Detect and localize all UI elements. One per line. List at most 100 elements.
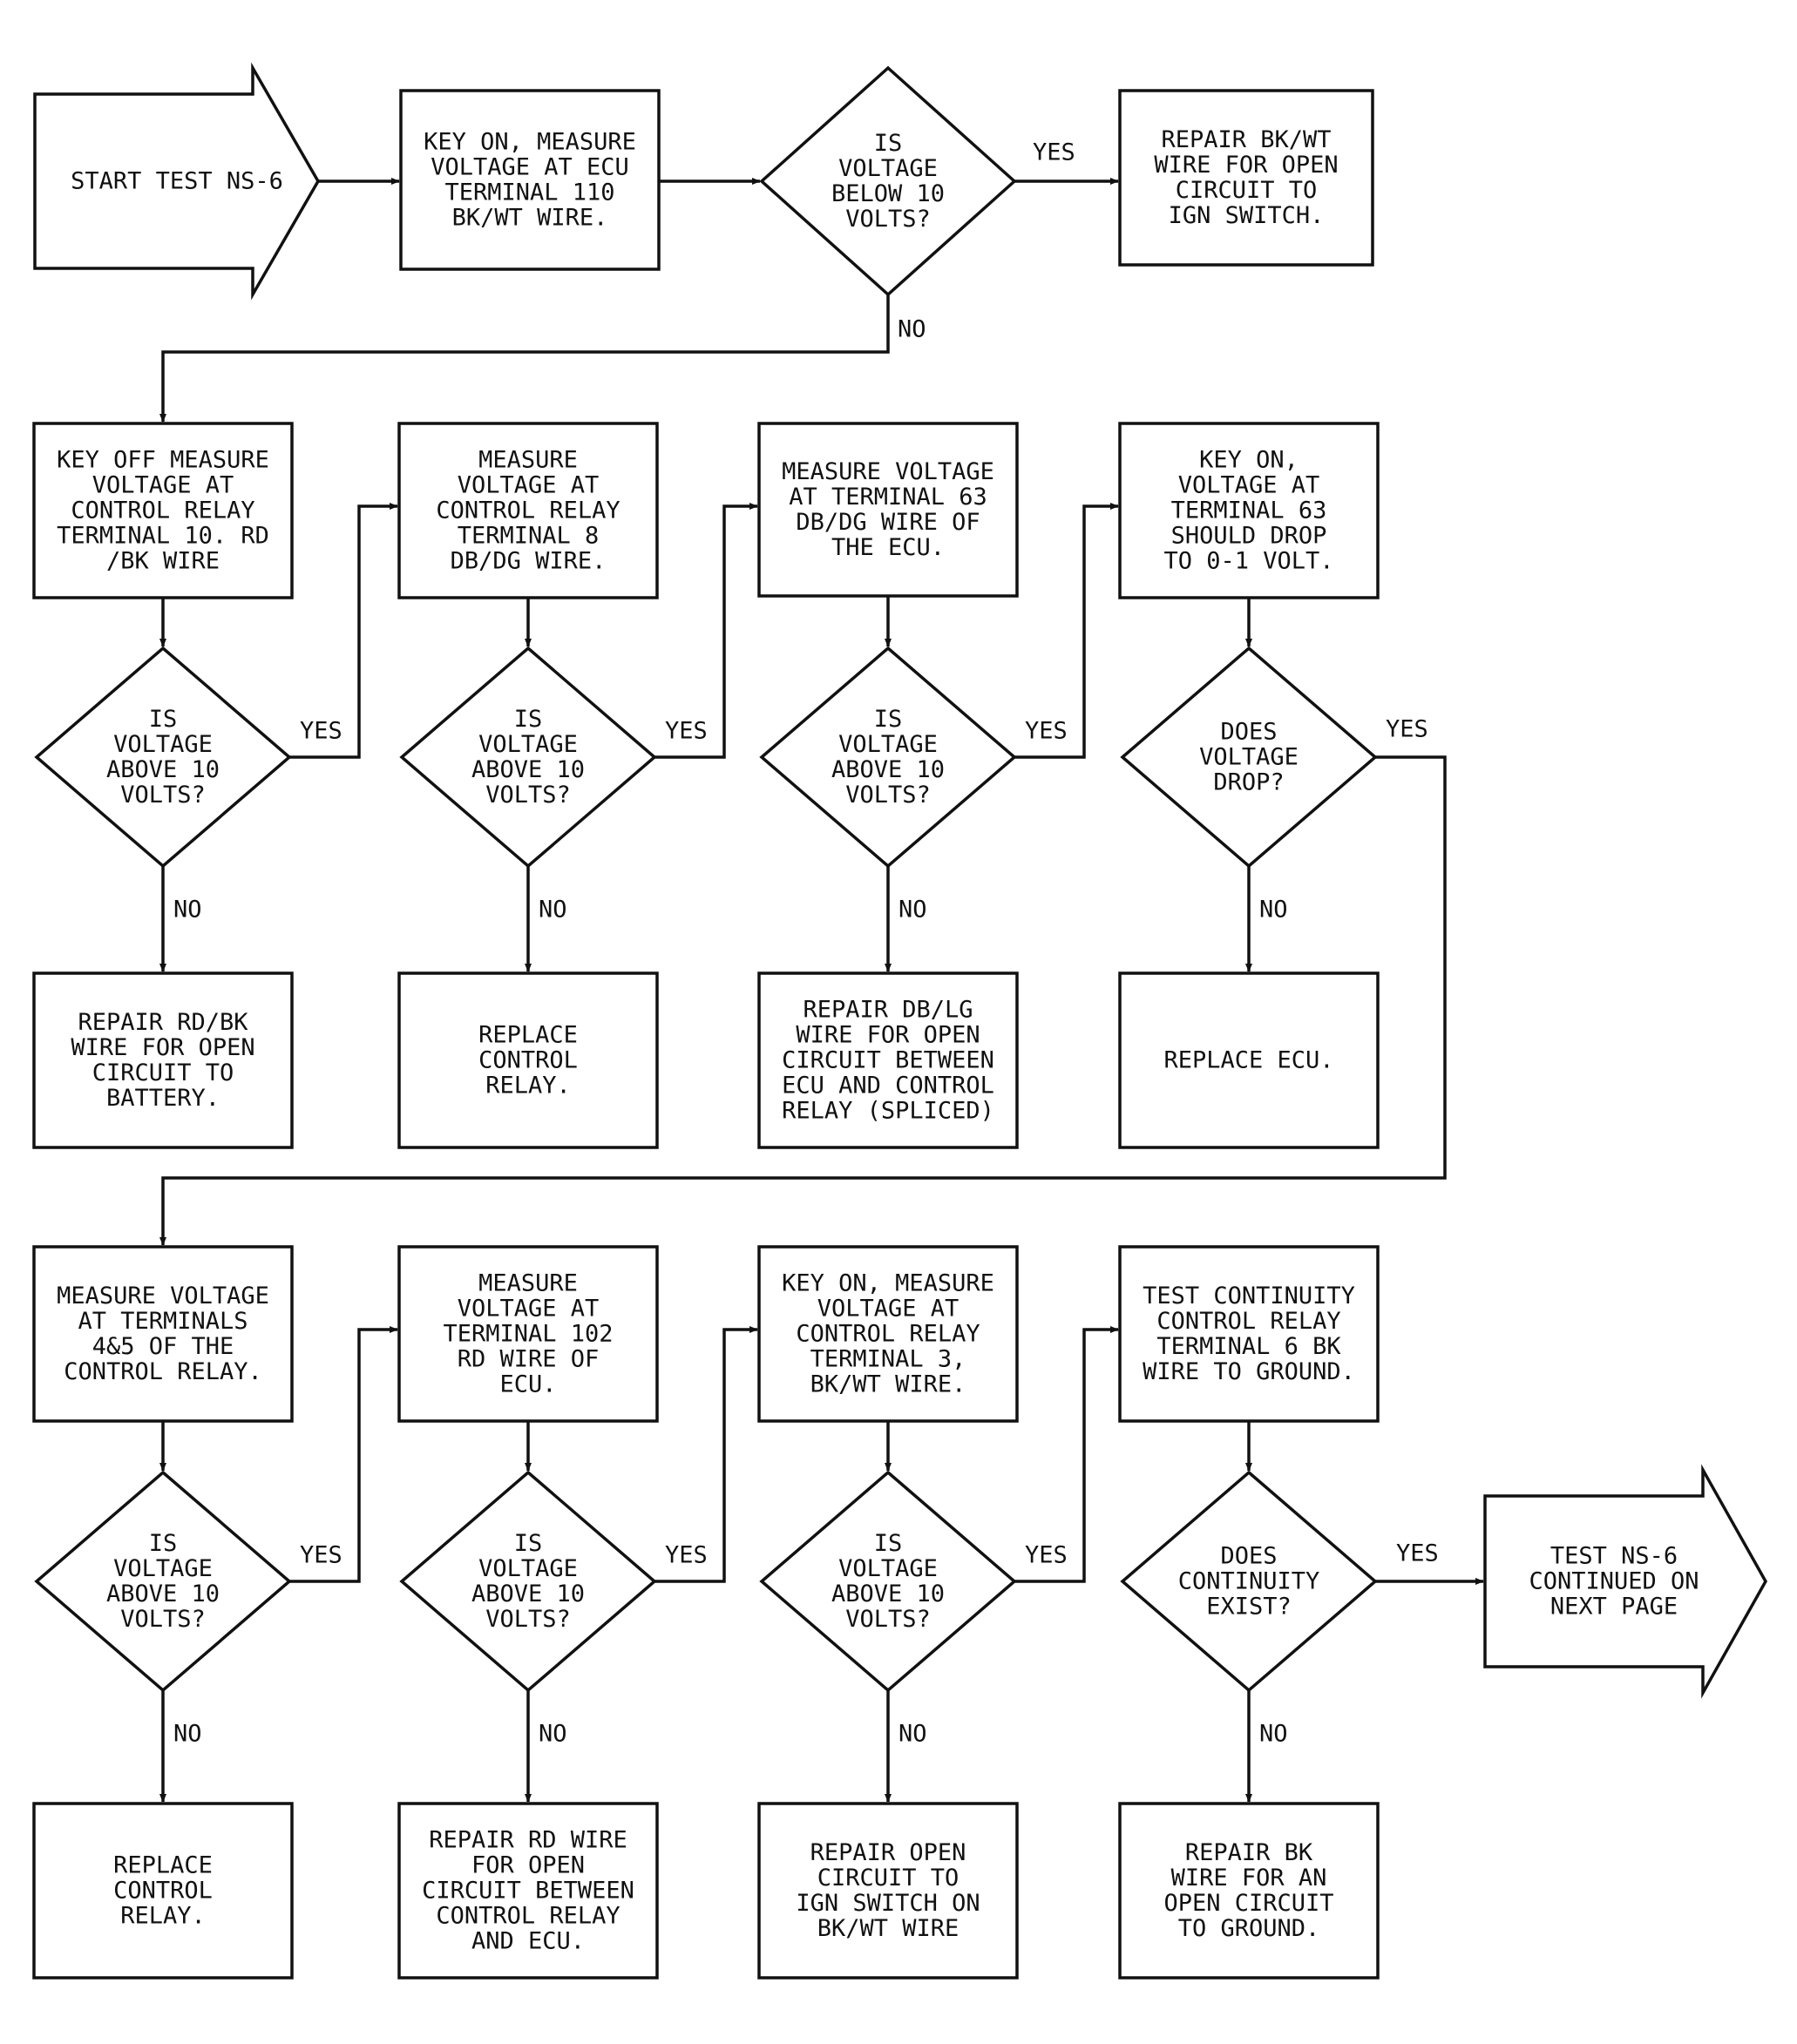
row2-decision-diamond-2-text-line: VOLTAGE (478, 731, 578, 758)
row3-step-box-2 (397, 1245, 659, 1423)
row3-decision-diamond-4-text-line: DOES (1220, 1543, 1277, 1570)
row1-decision-diamond-text-line: IS (874, 130, 903, 157)
row1-step-box-text-line: BK/WT WIRE. (452, 205, 608, 232)
row2-step-box-2 (397, 422, 659, 599)
row2-decision-diamond-3-text-line: ABOVE 10 (831, 756, 945, 783)
row3-result-box-3-text-line: REPAIR OPEN (810, 1839, 966, 1866)
row2-step-box-1-text-line: CONTROL RELAY (71, 497, 254, 525)
row2-result-box-1 (32, 971, 294, 1149)
row3-step-box-3-text-line: CONTROL RELAY (796, 1321, 980, 1348)
row2-arrow-yes-2 (654, 503, 758, 759)
row3-decision-diamond-3-text-line: ABOVE 10 (831, 1580, 945, 1607)
row2-no-label-2: NO (539, 897, 567, 924)
row2-result-box-1-text-line: BATTERY. (106, 1085, 220, 1112)
row2-step-box-1-text-line: TERMINAL 10. RD (57, 523, 269, 550)
row3-step-box-2-text-line: TERMINAL 102 (443, 1321, 613, 1348)
row3-decision-diamond-3 (759, 1470, 1017, 1693)
row1-step-box (399, 89, 661, 271)
row3-step-box-3 (757, 1245, 1019, 1423)
row3-result-box-2-text-line: FOR OPEN (471, 1852, 585, 1879)
row1-decision-diamond-text-line: BELOW 10 (831, 180, 945, 207)
row3-no-label-4: NO (1259, 1721, 1288, 1748)
row3-result-box-3-text-line: IGN SWITCH ON (796, 1890, 980, 1917)
row3-result-box-4-text-line: REPAIR BK (1185, 1839, 1313, 1866)
row1-step-box-text-line: KEY ON, MEASURE (424, 129, 636, 156)
row2-decision-diamond-1-text-line: IS (149, 706, 178, 733)
row3-step-box-1-text-line: CONTROL RELAY. (64, 1358, 262, 1385)
row2-step-box-4-text-line: VOLTAGE AT (1178, 472, 1320, 499)
row3-step-box-3-text-line: TERMINAL 3, (810, 1346, 966, 1373)
row3-step-box-1-text-line: AT TERMINALS (78, 1308, 248, 1335)
row2-result-box-1-text-line: CIRCUIT TO (92, 1059, 234, 1086)
row2-step-box-3-text-line: THE ECU. (831, 534, 945, 561)
row2-result-box-2-text-line: REPLACE (478, 1022, 578, 1049)
row3-step-box-4 (1118, 1245, 1380, 1423)
row2-decision-diamond-4-text-line: VOLTAGE (1199, 744, 1299, 771)
row3-result-box-3-text-line: CIRCUIT TO (817, 1865, 960, 1892)
row2-decision-diamond-2 (399, 646, 657, 869)
row2-result-box-2-text-line: CONTROL (478, 1047, 578, 1074)
row3-result-box-1-text-line: REPLACE (113, 1852, 213, 1879)
row2-decision-diamond-2-text-line: VOLTS? (485, 782, 571, 809)
row3-result-box-3-text-line: BK/WT WIRE (817, 1915, 960, 1942)
row1-step-box-text-line: VOLTAGE AT ECU (431, 154, 629, 181)
end-arrow-text-line: CONTINUED ON (1529, 1568, 1699, 1595)
row3-result-box-1-text-line: CONTROL (113, 1878, 213, 1905)
row3-arrow-yes-2 (654, 1326, 758, 1583)
row2-step-box-2-text-line: DB/DG WIRE. (451, 548, 607, 575)
row1-decision-diamond (759, 65, 1017, 297)
row1-result-box-text-line: WIRE FOR OPEN (1154, 152, 1338, 179)
row2-step-box-4-text-line: TO 0-1 VOLT. (1163, 548, 1333, 575)
row3-decision-diamond-3-text-line: VOLTAGE (838, 1555, 938, 1582)
row3-step-box-2-text-line: ECU. (499, 1371, 556, 1398)
row2-step-box-1 (32, 422, 294, 599)
row2-step-box-1-text-line: VOLTAGE AT (92, 472, 234, 499)
row3-result-box-4-text-line: OPEN CIRCUIT (1163, 1890, 1333, 1917)
row2-decision-diamond-3 (759, 646, 1017, 869)
row2-arrow-yes-1 (289, 503, 398, 759)
row2-decision-diamond-1 (34, 646, 292, 869)
row1-result-box-text-line: CIRCUIT TO (1176, 177, 1318, 204)
row3-decision-diamond-1-text-line: VOLTAGE (113, 1555, 213, 1582)
row2-no-label-4: NO (1259, 897, 1288, 924)
row3-result-box-2 (397, 1802, 659, 1980)
row2-decision-diamond-4-text-line: DOES (1220, 719, 1277, 746)
arrow-row2-yes-to-row3 (159, 755, 1447, 1246)
row3-yes-label-1: YES (300, 1542, 342, 1569)
row3-decision-diamond-3-text-line: IS (874, 1530, 903, 1557)
row3-result-box-2-text-line: CIRCUIT BETWEEN (422, 1878, 634, 1905)
row2-step-box-1-text-line: /BK WIRE (106, 548, 220, 575)
row3-result-box-1-text-line: RELAY. (120, 1903, 206, 1930)
row3-result-box-1 (32, 1802, 294, 1980)
row3-step-box-2-text-line: RD WIRE OF (458, 1346, 600, 1373)
row2-step-box-3 (757, 422, 1019, 598)
row3-step-box-2-text-line: VOLTAGE AT (458, 1296, 600, 1323)
row3-step-box-4-text-line: TERMINAL 6 BK (1156, 1333, 1341, 1360)
row2-result-box-2-text-line: RELAY. (485, 1073, 571, 1100)
row2-result-box-4-text-line: REPLACE ECU. (1163, 1047, 1333, 1074)
row2-yes-label-4: YES (1386, 716, 1428, 743)
row3-result-box-4 (1118, 1802, 1380, 1980)
row2-step-box-4-text-line: SHOULD DROP (1171, 523, 1327, 550)
row2-result-box-3-text-line: RELAY (SPLICED) (782, 1098, 994, 1125)
row3-step-box-1-text-line: 4&5 OF THE (92, 1333, 234, 1360)
row3-arrow-yes-3 (1014, 1326, 1119, 1583)
start-arrow-text-line: START TEST NS-6 (71, 168, 283, 195)
row3-decision-diamond-3-text-line: VOLTS? (845, 1606, 931, 1633)
row3-decision-diamond-2-text-line: IS (514, 1530, 543, 1557)
row2-decision-diamond-2-text-line: ABOVE 10 (471, 756, 585, 783)
row2-step-box-2-text-line: TERMINAL 8 (458, 523, 600, 550)
row2-result-box-3-text-line: ECU AND CONTROL (782, 1073, 994, 1100)
no-label: NO (898, 316, 926, 343)
row2-yes-label-3: YES (1025, 718, 1068, 745)
end-arrow-text-line: NEXT PAGE (1550, 1594, 1678, 1621)
row2-result-box-3 (757, 971, 1019, 1149)
row2-result-box-3-text-line: WIRE FOR OPEN (796, 1022, 980, 1049)
row2-decision-diamond-4-text-line: DROP? (1213, 769, 1284, 796)
yes-label: YES (1033, 139, 1075, 166)
end-arrow-text-line: TEST NS-6 (1550, 1543, 1678, 1570)
row1-result-box (1118, 89, 1374, 267)
row3-step-box-3-text-line: VOLTAGE AT (817, 1296, 960, 1323)
